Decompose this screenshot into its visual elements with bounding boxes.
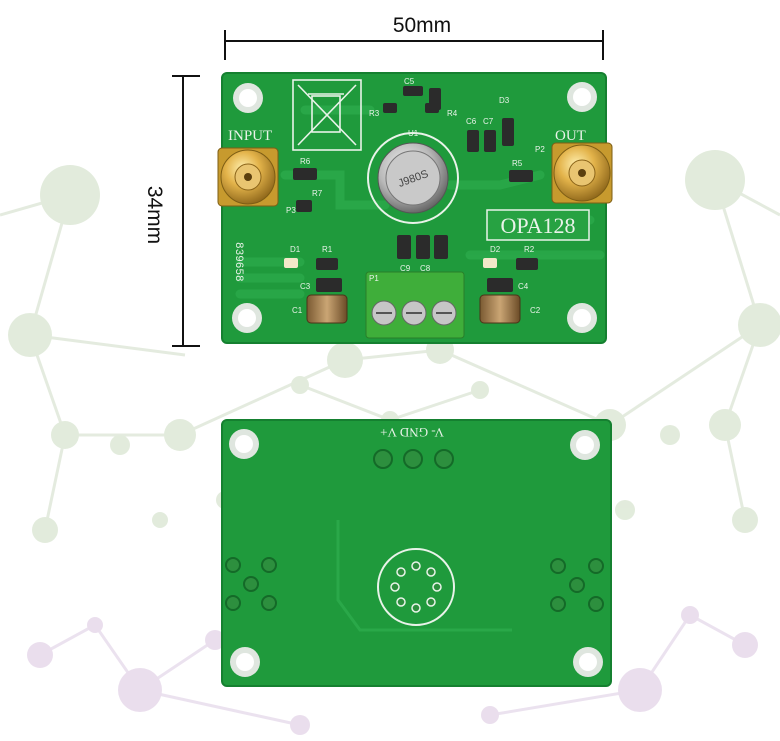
sma-input-connector [217,147,279,207]
designator: U1 [408,129,419,138]
width-label: 50mm [393,14,451,37]
designator: C7 [483,117,494,126]
input-label: INPUT [228,128,272,144]
designator: P3 [286,206,296,215]
smd-components [284,86,538,292]
designator: R6 [300,157,311,166]
designator: C9 [400,264,411,273]
recycle-bin-icon [292,79,362,151]
designator: C3 [300,282,311,291]
product-label: OPA128 [501,213,576,238]
mounting-holes [232,82,597,333]
sma-output-connector [551,142,613,204]
output-label: OUT [555,128,586,144]
product-label-box [486,209,590,241]
sma-footprint-right [550,558,604,612]
sma-footprint-left [225,557,277,611]
designator: C8 [420,264,431,273]
designator: P2 [535,145,545,154]
designator: R3 [369,109,380,118]
power-label: V- GND V+ [380,425,444,440]
guard-trace [336,520,512,632]
pcb-front: INPUT OUT J980S [217,72,613,344]
designator: C6 [466,117,477,126]
designator: D1 [290,245,301,254]
designator: R5 [512,159,523,168]
designator: R1 [322,245,333,254]
height-dimension: 34mm [143,75,200,347]
pcb-back: V- GND V+ [221,419,612,687]
designator: R2 [524,245,535,254]
designator: C1 [292,306,303,315]
designator: R4 [447,109,458,118]
designator: D2 [490,245,501,254]
can-footprint [377,548,455,626]
designator: D3 [499,96,510,105]
power-pads [373,449,454,469]
opamp-to99-can: J980S [367,132,459,224]
designator: C4 [518,282,529,291]
serial-label: 839658 [232,242,244,282]
capacitor-c2 [479,294,521,324]
designator: P1 [369,274,379,283]
designator: C2 [530,306,541,315]
designator: C5 [404,77,415,86]
capacitor-c1 [306,294,348,324]
width-dimension: 50mm [224,14,604,60]
designator: R7 [312,189,323,198]
height-label: 34mm [143,186,166,244]
background-network-decoration [0,150,780,735]
screw-terminal [365,271,465,339]
mounting-holes-back [229,429,603,677]
